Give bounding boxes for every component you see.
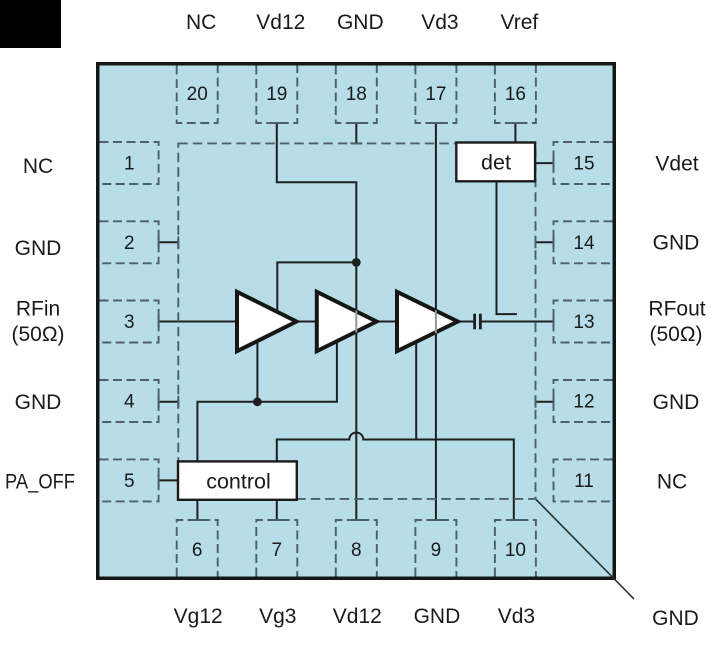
svg-text:17: 17 <box>425 84 446 105</box>
svg-text:12: 12 <box>573 392 594 413</box>
svg-text:Vref: Vref <box>501 11 539 34</box>
svg-text:2: 2 <box>124 233 135 254</box>
svg-text:Vdet: Vdet <box>655 153 698 176</box>
svg-text:control: control <box>206 470 271 494</box>
svg-text:7: 7 <box>272 540 283 561</box>
svg-text:9: 9 <box>431 540 442 561</box>
svg-text:GND: GND <box>15 237 62 260</box>
svg-text:19: 19 <box>266 84 287 105</box>
svg-text:NC: NC <box>657 471 687 494</box>
svg-text:8: 8 <box>351 540 362 561</box>
svg-text:Vg12: Vg12 <box>174 605 223 628</box>
svg-text:Vd12: Vd12 <box>333 605 382 628</box>
svg-text:13: 13 <box>573 312 594 333</box>
svg-text:Vd3: Vd3 <box>498 605 535 628</box>
svg-text:3: 3 <box>124 312 135 333</box>
svg-text:5: 5 <box>124 471 135 492</box>
svg-text:18: 18 <box>346 84 367 105</box>
svg-text:20: 20 <box>187 84 208 105</box>
svg-text:Vg3: Vg3 <box>259 605 296 628</box>
svg-text:6: 6 <box>192 540 203 561</box>
svg-text:GND: GND <box>652 607 699 630</box>
svg-text:RFin: RFin <box>16 298 60 321</box>
svg-text:(50Ω): (50Ω) <box>11 323 64 346</box>
svg-text:PA_OFF: PA_OFF <box>5 471 75 494</box>
svg-text:Vd3: Vd3 <box>421 11 458 34</box>
svg-text:4: 4 <box>124 392 135 413</box>
svg-text:Vd12: Vd12 <box>256 11 305 34</box>
svg-text:GND: GND <box>15 391 62 414</box>
svg-text:GND: GND <box>337 11 384 34</box>
svg-text:GND: GND <box>653 391 700 414</box>
svg-text:16: 16 <box>505 84 526 105</box>
svg-text:15: 15 <box>573 154 594 175</box>
svg-text:NC: NC <box>186 11 216 34</box>
svg-text:10: 10 <box>505 540 526 561</box>
svg-text:NC: NC <box>23 155 53 178</box>
svg-text:GND: GND <box>414 605 461 628</box>
svg-text:11: 11 <box>574 471 594 492</box>
svg-text:RFout: RFout <box>648 298 705 321</box>
svg-text:1: 1 <box>124 154 135 175</box>
svg-text:(50Ω): (50Ω) <box>649 323 702 346</box>
svg-text:GND: GND <box>653 232 700 255</box>
svg-text:det: det <box>481 151 511 175</box>
svg-text:14: 14 <box>573 233 595 254</box>
